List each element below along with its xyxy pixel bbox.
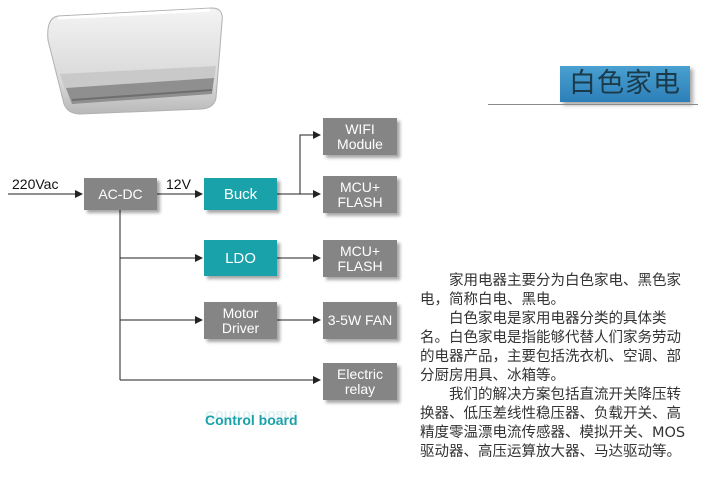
mcu-flash-block-2: MCU+ FLASH	[323, 240, 397, 277]
page-title: 白色家电	[560, 66, 690, 102]
rail-voltage-label: 12V	[166, 176, 191, 192]
ldo-block: LDO	[204, 240, 277, 276]
fan-block: 3-5W FAN	[323, 302, 397, 339]
wifi-module-block: WIFI Module	[323, 118, 397, 155]
buck-to-wifi-arrow	[299, 131, 321, 194]
control-board-label: Control board	[205, 412, 298, 428]
description-paragraph-1: 家用电器主要分为白色家电、黑色家电，简称白电、黑电。	[420, 273, 681, 308]
input-voltage-label: 220Vac	[12, 176, 59, 192]
description-paragraph-3: 我们的解决方案包括直流开关降压转换器、低压差线性稳压器、负载开关、高精度零温漂电…	[420, 387, 686, 460]
description-text: 家用电器主要分为白色家电、黑色家电，简称白电、黑电。 白色家电是家用电器分类的具…	[420, 272, 690, 462]
acdc-block: AC-DC	[84, 178, 157, 210]
electric-relay-block: Electric relay	[323, 363, 397, 400]
title-underline	[488, 104, 698, 105]
buck-block: Buck	[204, 178, 277, 210]
control-board-label-reflection: Control board	[205, 408, 298, 424]
air-conditioner-image	[47, 7, 223, 115]
description-paragraph-2: 白色家电是家用电器分类的具体类名。白色家电是指能够代替人们家务劳动的电器产品，主…	[420, 311, 681, 384]
mcu-flash-block-1: MCU+ FLASH	[323, 176, 397, 213]
motor-driver-block: Motor Driver	[204, 302, 277, 339]
